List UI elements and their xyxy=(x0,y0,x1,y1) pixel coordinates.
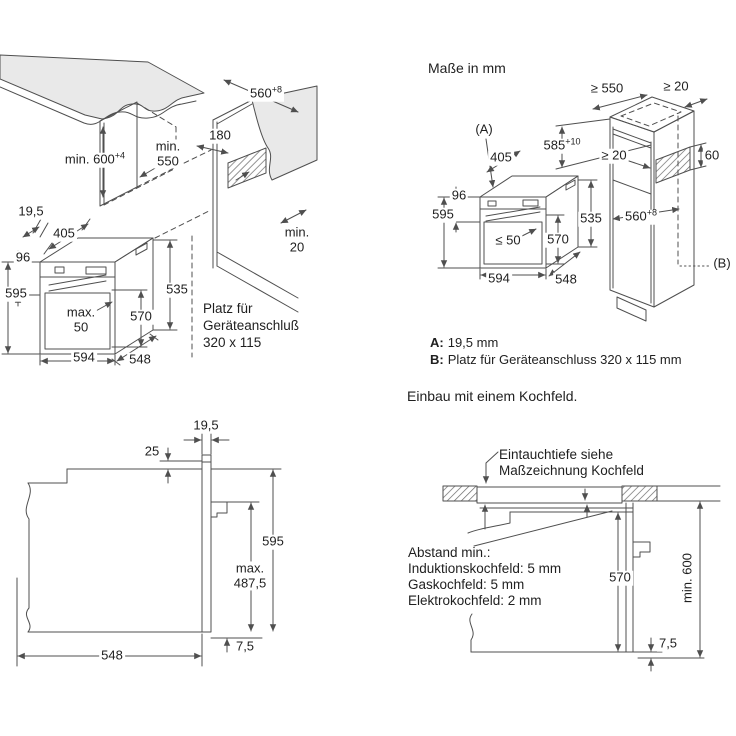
legend-row-a: A:19,5 mm xyxy=(430,335,499,351)
dim-column-560: 560+8 xyxy=(623,207,659,225)
dim-niche-height-min600: min. 600+4 xyxy=(62,150,128,168)
dim-niche-585: 585+10 xyxy=(541,136,583,154)
dim-door-le50: ≤ 50 xyxy=(493,232,523,249)
dim-total-min600: min. 600 xyxy=(679,551,696,605)
dim-width-594: 594 xyxy=(71,349,97,366)
dim-top-405: 405 xyxy=(51,225,77,242)
dim-side-535: 535 xyxy=(164,281,190,298)
drawing-oven-and-column xyxy=(437,93,712,322)
dim-panel-96: 96 xyxy=(13,249,33,266)
dim-connection-width: 180 xyxy=(207,127,233,144)
dim-panel-96-b: 96 xyxy=(449,187,469,204)
dim-column-depth-ge550: ≥ 550 xyxy=(588,80,626,97)
drawing-hob-installation xyxy=(442,451,721,672)
dim-frame-19-5-c: 19,5 xyxy=(191,417,221,434)
dim-mid-gap-ge20: ≥ 20 xyxy=(599,147,629,164)
dim-frame-19-5: 19,5 xyxy=(16,203,46,220)
dim-top-405-b: 405 xyxy=(488,149,514,166)
dim-depth-548-b: 548 xyxy=(553,271,579,288)
dim-height-595-c: 595 xyxy=(260,533,286,550)
label-ref-a: (A) xyxy=(475,121,493,137)
dim-offset-7-5: 7,5 xyxy=(233,638,257,655)
dim-rear-gap-min20: min.20 xyxy=(282,224,312,255)
drawing-side-section xyxy=(16,431,282,667)
dim-lip-25: 25 xyxy=(142,443,162,460)
dim-depth-548: 548 xyxy=(127,351,153,368)
legend-row-b: B:Platz für Geräteanschluss 320 x 115 mm xyxy=(430,352,682,368)
dim-depth-548-c: 548 xyxy=(99,647,125,664)
dim-door-570: 570 xyxy=(128,308,154,325)
section-heading-hob: Einbau mit einem Kochfeld. xyxy=(407,388,578,404)
dim-side-535-b: 535 xyxy=(578,210,604,227)
dim-width-594-b: 594 xyxy=(486,270,512,287)
legend-key-b: B: xyxy=(430,352,444,367)
dim-height-595: 595 xyxy=(3,285,29,302)
dim-door-570-b: 570 xyxy=(545,231,571,248)
dim-offset-7-5-d: 7,5 xyxy=(656,635,680,652)
legend-key-a: A: xyxy=(430,335,444,350)
dim-worktop-depth: 560+8 xyxy=(248,84,284,102)
dim-oven-570-d: 570 xyxy=(607,569,633,586)
label-ref-b: (B) xyxy=(713,255,731,271)
dim-niche-depth-min550: min.550 xyxy=(153,138,183,169)
dim-top-gap-ge20: ≥ 20 xyxy=(661,78,691,95)
legend-text-b: Platz für Geräteanschluss 320 x 115 mm xyxy=(447,352,682,367)
legend-text-a: 19,5 mm xyxy=(447,335,499,350)
dim-door-max50: max.50 xyxy=(64,304,98,335)
dim-height-595-b: 595 xyxy=(430,206,456,223)
dim-max-487-5: max.487,5 xyxy=(231,560,269,591)
dim-field-60: 60 xyxy=(702,147,722,164)
sheet-title: Maße in mm xyxy=(428,60,506,76)
